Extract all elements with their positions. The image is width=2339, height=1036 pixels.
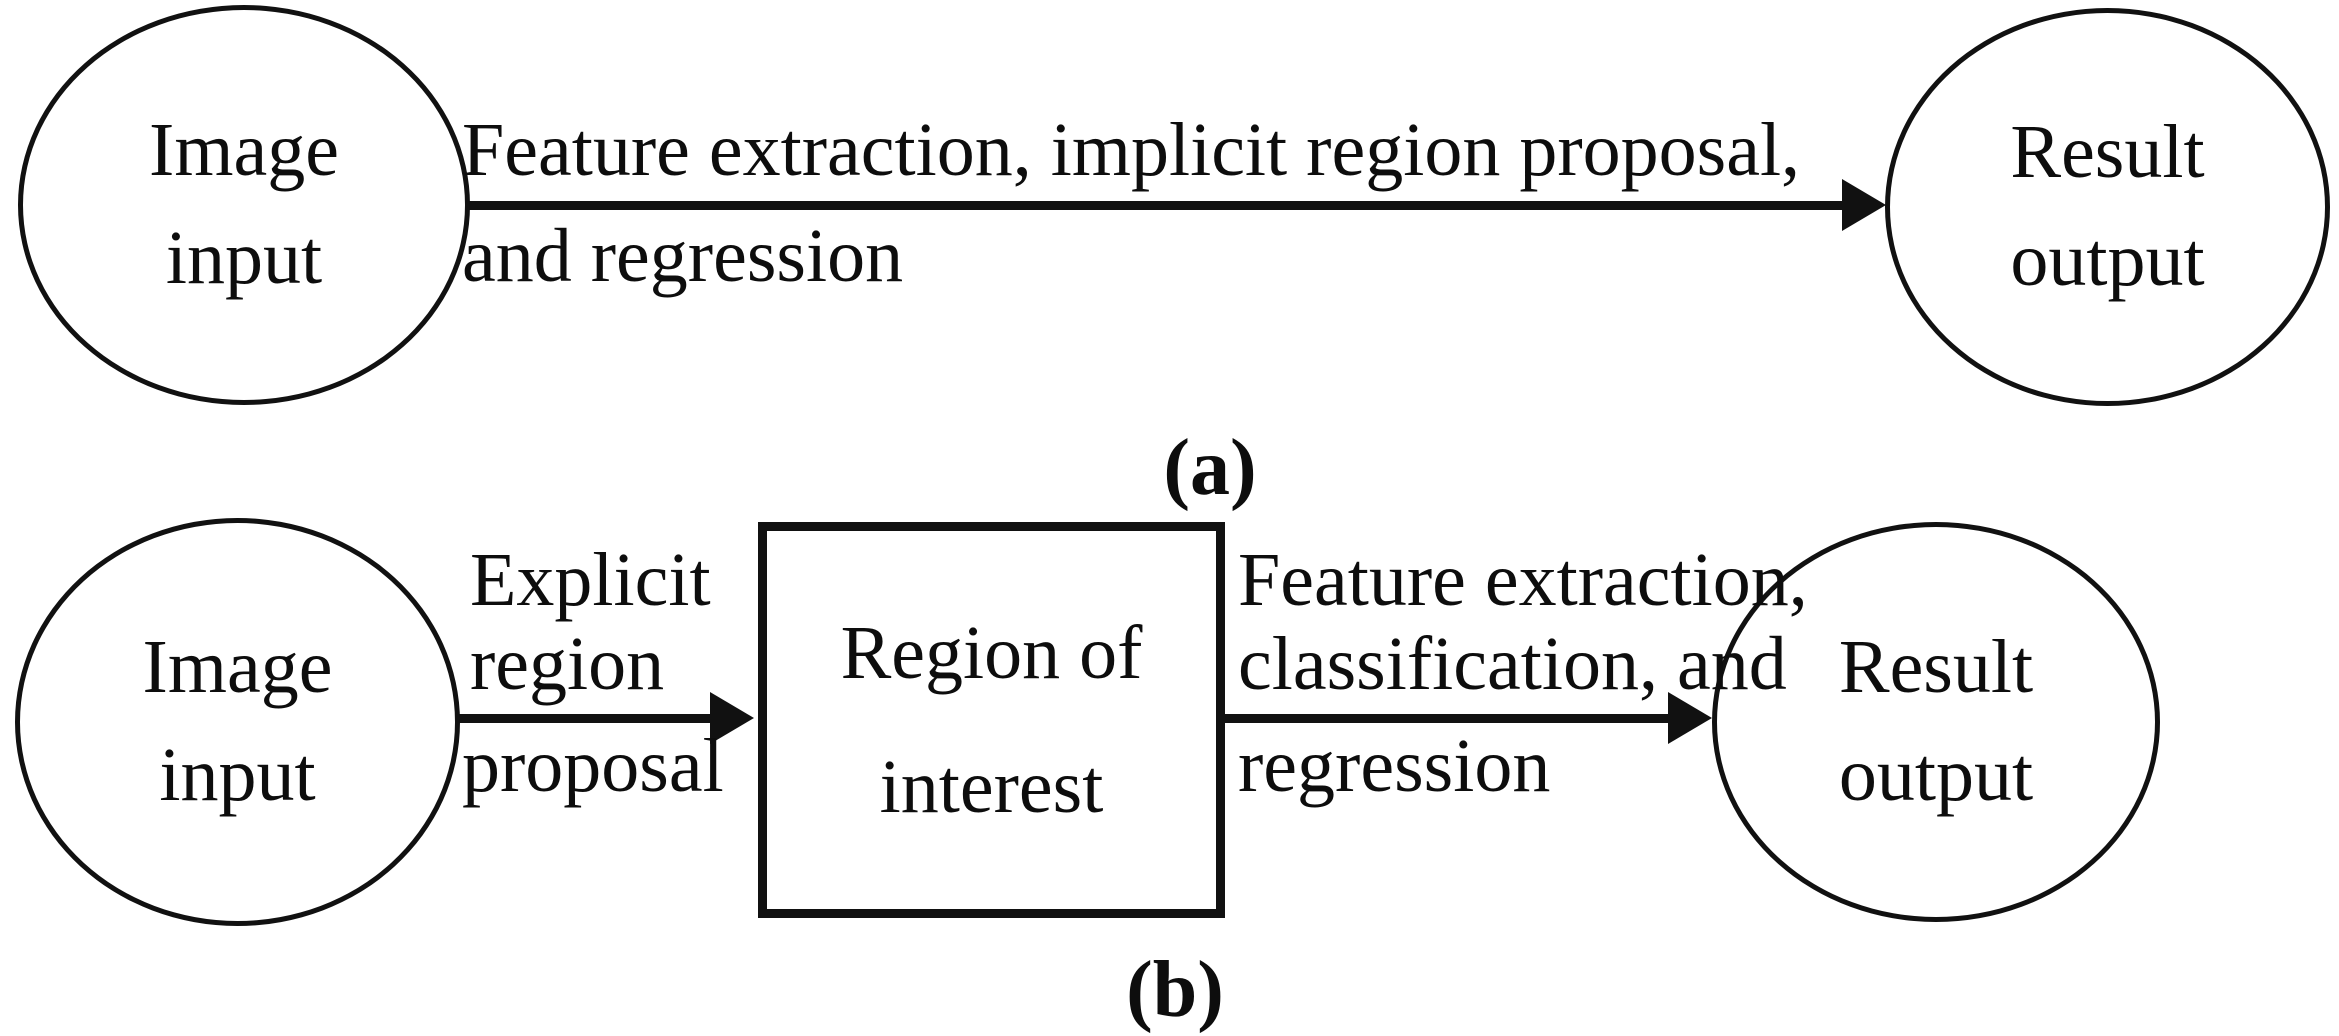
panel-b-arrow1-shaft — [452, 714, 714, 723]
panel-a-result-output-line1: Result — [2010, 110, 2205, 195]
panel-a-image-input-line1: Image — [149, 108, 339, 193]
panel-b-roi-line2: interest — [879, 745, 1104, 829]
panel-a-arrow-head — [1842, 179, 1886, 231]
panel-b-image-input-line1: Image — [142, 625, 333, 710]
panel-b-edge1-label-line2: region — [470, 622, 665, 706]
panel-b-edge1-label-line3: proposal — [462, 724, 724, 808]
panel-a-result-output-node: Result output — [1885, 8, 2330, 406]
panel-b-caption: (b) — [1126, 946, 1224, 1034]
panel-b-arrow2-shaft — [1222, 714, 1672, 723]
panel-b-roi-line1: Region of — [840, 611, 1143, 695]
panel-b-result-output-node: Result output — [1712, 522, 2160, 922]
panel-a-arrow-shaft — [458, 201, 1848, 210]
panel-a-image-input-node: Image input — [18, 5, 470, 405]
panel-b-edge2-label-line2: classification, and — [1238, 622, 1787, 706]
panel-a-edge-label-line1: Feature extraction, implicit region prop… — [462, 108, 1801, 192]
panel-a-edge-label-line2: and regression — [462, 214, 904, 298]
panel-b-result-output-line1: Result — [1838, 625, 2034, 710]
panel-b-arrow1-head — [710, 692, 754, 744]
panel-b-image-input-line2: input — [159, 733, 316, 817]
panel-b-region-of-interest-node: Region of interest — [758, 522, 1225, 918]
panel-b-edge2-label-line3: regression — [1238, 724, 1551, 808]
panel-b-arrow2-head — [1668, 692, 1712, 744]
panel-b-edge2-label-line1: Feature extraction, — [1238, 538, 1808, 622]
panel-b-edge1-label-line1: Explicit — [470, 538, 711, 622]
panel-a-image-input-line2: input — [165, 216, 323, 300]
panel-b-result-output-line2: output — [1838, 733, 2034, 817]
panel-b-image-input-node: Image input — [15, 518, 460, 926]
panel-a-caption: (a) — [1163, 424, 1257, 512]
panel-a-result-output-line2: output — [2010, 218, 2205, 302]
